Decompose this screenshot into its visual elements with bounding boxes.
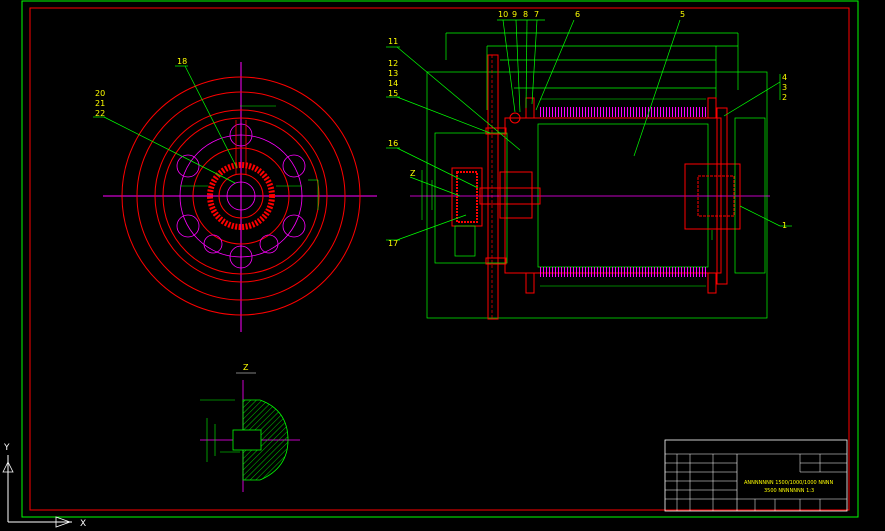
drawing-border — [29, 7, 850, 511]
shaft-circle — [226, 181, 256, 211]
callout-22: 22 — [95, 109, 105, 118]
callout-16: 16 — [388, 139, 398, 148]
callout-5: 5 — [680, 10, 685, 19]
callout-12: 12 — [388, 59, 398, 68]
bolt — [525, 272, 535, 294]
callout-10: 10 — [498, 10, 508, 19]
flange-circle-3 — [154, 109, 328, 283]
bolt — [707, 97, 717, 119]
flange-circle-2 — [136, 91, 346, 301]
flange-circle-4 — [162, 117, 320, 275]
bolt-hole — [229, 123, 253, 147]
shaft-hub-left — [499, 171, 533, 219]
leader-line — [502, 19, 516, 113]
leader-line — [396, 214, 467, 241]
callout-21: 21 — [95, 99, 105, 108]
callout-15: 15 — [388, 89, 398, 98]
callout-1: 1 — [782, 221, 787, 230]
right-flange — [716, 107, 728, 285]
bore-circle — [218, 173, 264, 219]
leader-line — [531, 19, 538, 105]
pulley — [509, 112, 521, 124]
bolt-hole — [282, 214, 306, 238]
shaft — [479, 187, 541, 205]
detail-label-z: Z — [243, 363, 249, 372]
right-hub — [684, 163, 741, 230]
bolt — [485, 257, 507, 265]
detail-hatched-section — [242, 399, 289, 481]
leader-line — [525, 19, 528, 109]
callout-3: 3 — [782, 83, 787, 92]
bolt-holes — [176, 123, 306, 269]
bolt-hole — [282, 154, 306, 178]
leader-line — [535, 19, 575, 111]
callout-20: 20 — [95, 89, 105, 98]
title-block[interactable]: ANNNNNNN 1500/1000/1000 NNNN 3500 NNNNNN… — [664, 439, 848, 512]
bolt-pattern-circle — [179, 134, 303, 258]
left-flange-plate — [487, 54, 499, 320]
drum-inner — [537, 123, 709, 268]
bolt-hole — [176, 154, 200, 178]
leader-line — [396, 147, 479, 189]
leader-line — [739, 205, 781, 227]
leader-line — [515, 19, 521, 113]
callout-11: 11 — [388, 37, 398, 46]
bolt — [525, 97, 535, 119]
flange-bolts — [485, 97, 717, 294]
callout-2: 2 — [782, 93, 787, 102]
callout-9: 9 — [512, 10, 517, 19]
ucs-x-arrow — [55, 516, 72, 528]
right-hub-inner — [697, 175, 735, 217]
hub-circle — [192, 147, 290, 245]
detail-z-view[interactable]: Z — [200, 363, 300, 492]
callout-6: 6 — [575, 10, 580, 19]
bolt-hole — [176, 214, 200, 238]
leader-line — [409, 176, 461, 197]
detail-bolt-hole — [232, 429, 262, 451]
coupling-base — [454, 225, 476, 257]
bolt — [707, 272, 717, 294]
leader-line — [396, 96, 491, 134]
ucs-icon: Y X — [2, 443, 86, 529]
leader-line — [103, 116, 236, 184]
right-support — [734, 117, 766, 274]
leader-line — [396, 46, 521, 151]
callout-8: 8 — [523, 10, 528, 19]
callout-7: 7 — [534, 10, 539, 19]
callout-17: 17 — [388, 239, 398, 248]
ucs-y-arrow — [2, 461, 14, 473]
support-frame-outline — [426, 71, 768, 319]
callout-z: Z — [410, 169, 416, 178]
bolt — [485, 127, 507, 135]
leader-line — [723, 81, 781, 117]
bolt-hole — [203, 234, 223, 254]
title-block-title-2: 3500 NNNNNNN 1:3 — [764, 488, 814, 494]
bolt-hole — [259, 234, 279, 254]
drum-end-view[interactable]: 20 21 22 18 — [93, 57, 377, 332]
flange-outer-circle — [121, 76, 361, 316]
bearing-support — [434, 132, 508, 264]
title-block-frame — [664, 439, 848, 512]
leader-line — [633, 19, 681, 157]
callout-13: 13 — [388, 69, 398, 78]
callout-14: 14 — [388, 79, 398, 88]
bolt-hole — [229, 245, 253, 269]
drum-shell — [504, 117, 722, 274]
title-block-title-1: ANNNNNNN 1500/1000/1000 NNNN — [744, 480, 834, 486]
drum-section-view[interactable]: 10 9 8 7 6 5 11 12 13 14 15 16 Z 17 4 3 … — [386, 10, 792, 320]
coupling-hatch — [456, 171, 478, 223]
leader-line — [184, 65, 238, 169]
ucs-x-label: X — [80, 519, 86, 529]
callout-18: 18 — [177, 57, 187, 66]
ucs-y-label: Y — [3, 443, 10, 453]
gear-ring — [207, 162, 275, 230]
callout-4: 4 — [782, 73, 787, 82]
